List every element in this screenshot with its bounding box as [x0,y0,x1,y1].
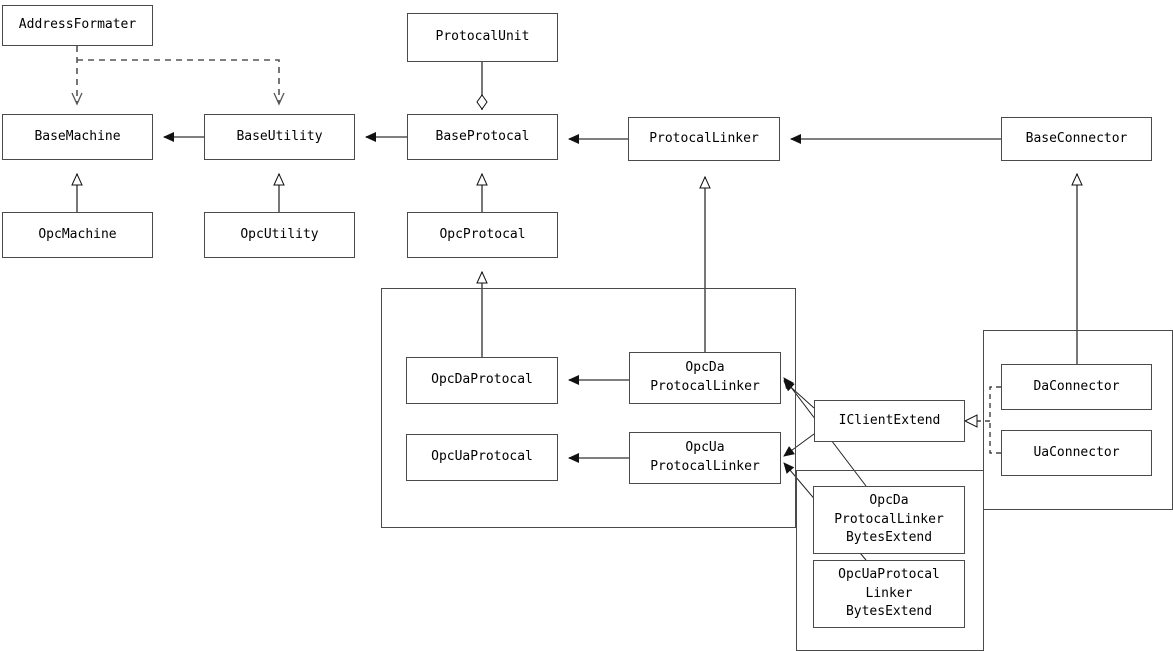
class-label-line2: ProtocalLinker [834,511,944,527]
class-box-opc-da-linker-bytes-extend[interactable]: OpcDa ProtocalLinker BytesExtend [813,486,965,554]
class-label-line3: BytesExtend [845,604,933,620]
class-label: IClientExtend [838,412,941,428]
class-label: BaseUtility [236,128,323,144]
class-label: AddressFormater [18,17,137,33]
class-box-opc-da-protocal-linker[interactable]: OpcDa ProtocalLinker [629,352,781,404]
class-box-address-formater[interactable]: AddressFormater [2,5,153,46]
class-box-base-protocal[interactable]: BaseProtocal [407,114,558,160]
edge-addressformater-baseutility [77,59,285,106]
group-protocal-implementations [381,288,796,528]
class-box-opc-ua-protocal[interactable]: OpcUaProtocal [406,434,558,481]
class-label-line1: OpcDa [685,360,725,376]
class-label: UaConnector [1033,444,1120,460]
class-label-line3: BytesExtend [845,530,933,546]
class-box-opc-utility[interactable]: OpcUtility [204,212,355,258]
class-box-opc-machine[interactable]: OpcMachine [2,212,153,258]
class-box-protocal-linker[interactable]: ProtocalLinker [628,117,780,161]
class-label: ProtocalLinker [649,130,759,146]
class-box-iclient-extend[interactable]: IClientExtend [814,400,965,442]
class-label-line1: OpcUa [685,440,725,456]
class-label: BaseProtocal [435,128,530,144]
class-label-line2: ProtocalLinker [650,379,760,394]
class-label-line1: OpcDa [869,492,909,508]
group-connector-implementations [983,330,1173,510]
class-box-opc-da-protocal[interactable]: OpcDaProtocal [406,357,558,404]
class-box-base-connector[interactable]: BaseConnector [1001,117,1152,161]
class-label-line2: ProtocalLinker [650,459,760,474]
class-box-base-utility[interactable]: BaseUtility [204,114,355,160]
class-label-line1: OpcUaProtocal [838,566,940,582]
class-label: OpcMachine [38,226,117,242]
class-box-opc-protocal[interactable]: OpcProtocal [407,212,558,258]
realization-hollow-triangle [963,414,978,428]
class-label: OpcDaProtocal [431,372,533,388]
class-box-da-connector[interactable]: DaConnector [1001,364,1152,410]
class-box-protocal-unit[interactable]: ProtocalUnit [407,13,558,62]
class-label: DaConnector [1033,378,1120,394]
class-label: OpcProtocal [439,226,526,242]
class-label: ProtocalUnit [435,29,530,45]
class-label: OpcUaProtocal [431,449,533,465]
class-label: OpcUtility [240,226,319,242]
class-label: BaseConnector [1025,130,1128,146]
class-label-line2: Linker [865,585,913,601]
class-box-base-machine[interactable]: BaseMachine [2,114,153,160]
class-box-opc-ua-protocal-linker[interactable]: OpcUa ProtocalLinker [629,432,781,484]
class-label: BaseMachine [34,128,121,144]
class-box-ua-connector[interactable]: UaConnector [1001,430,1152,476]
class-box-opc-ua-linker-bytes-extend[interactable]: OpcUaProtocal Linker BytesExtend [813,560,965,628]
